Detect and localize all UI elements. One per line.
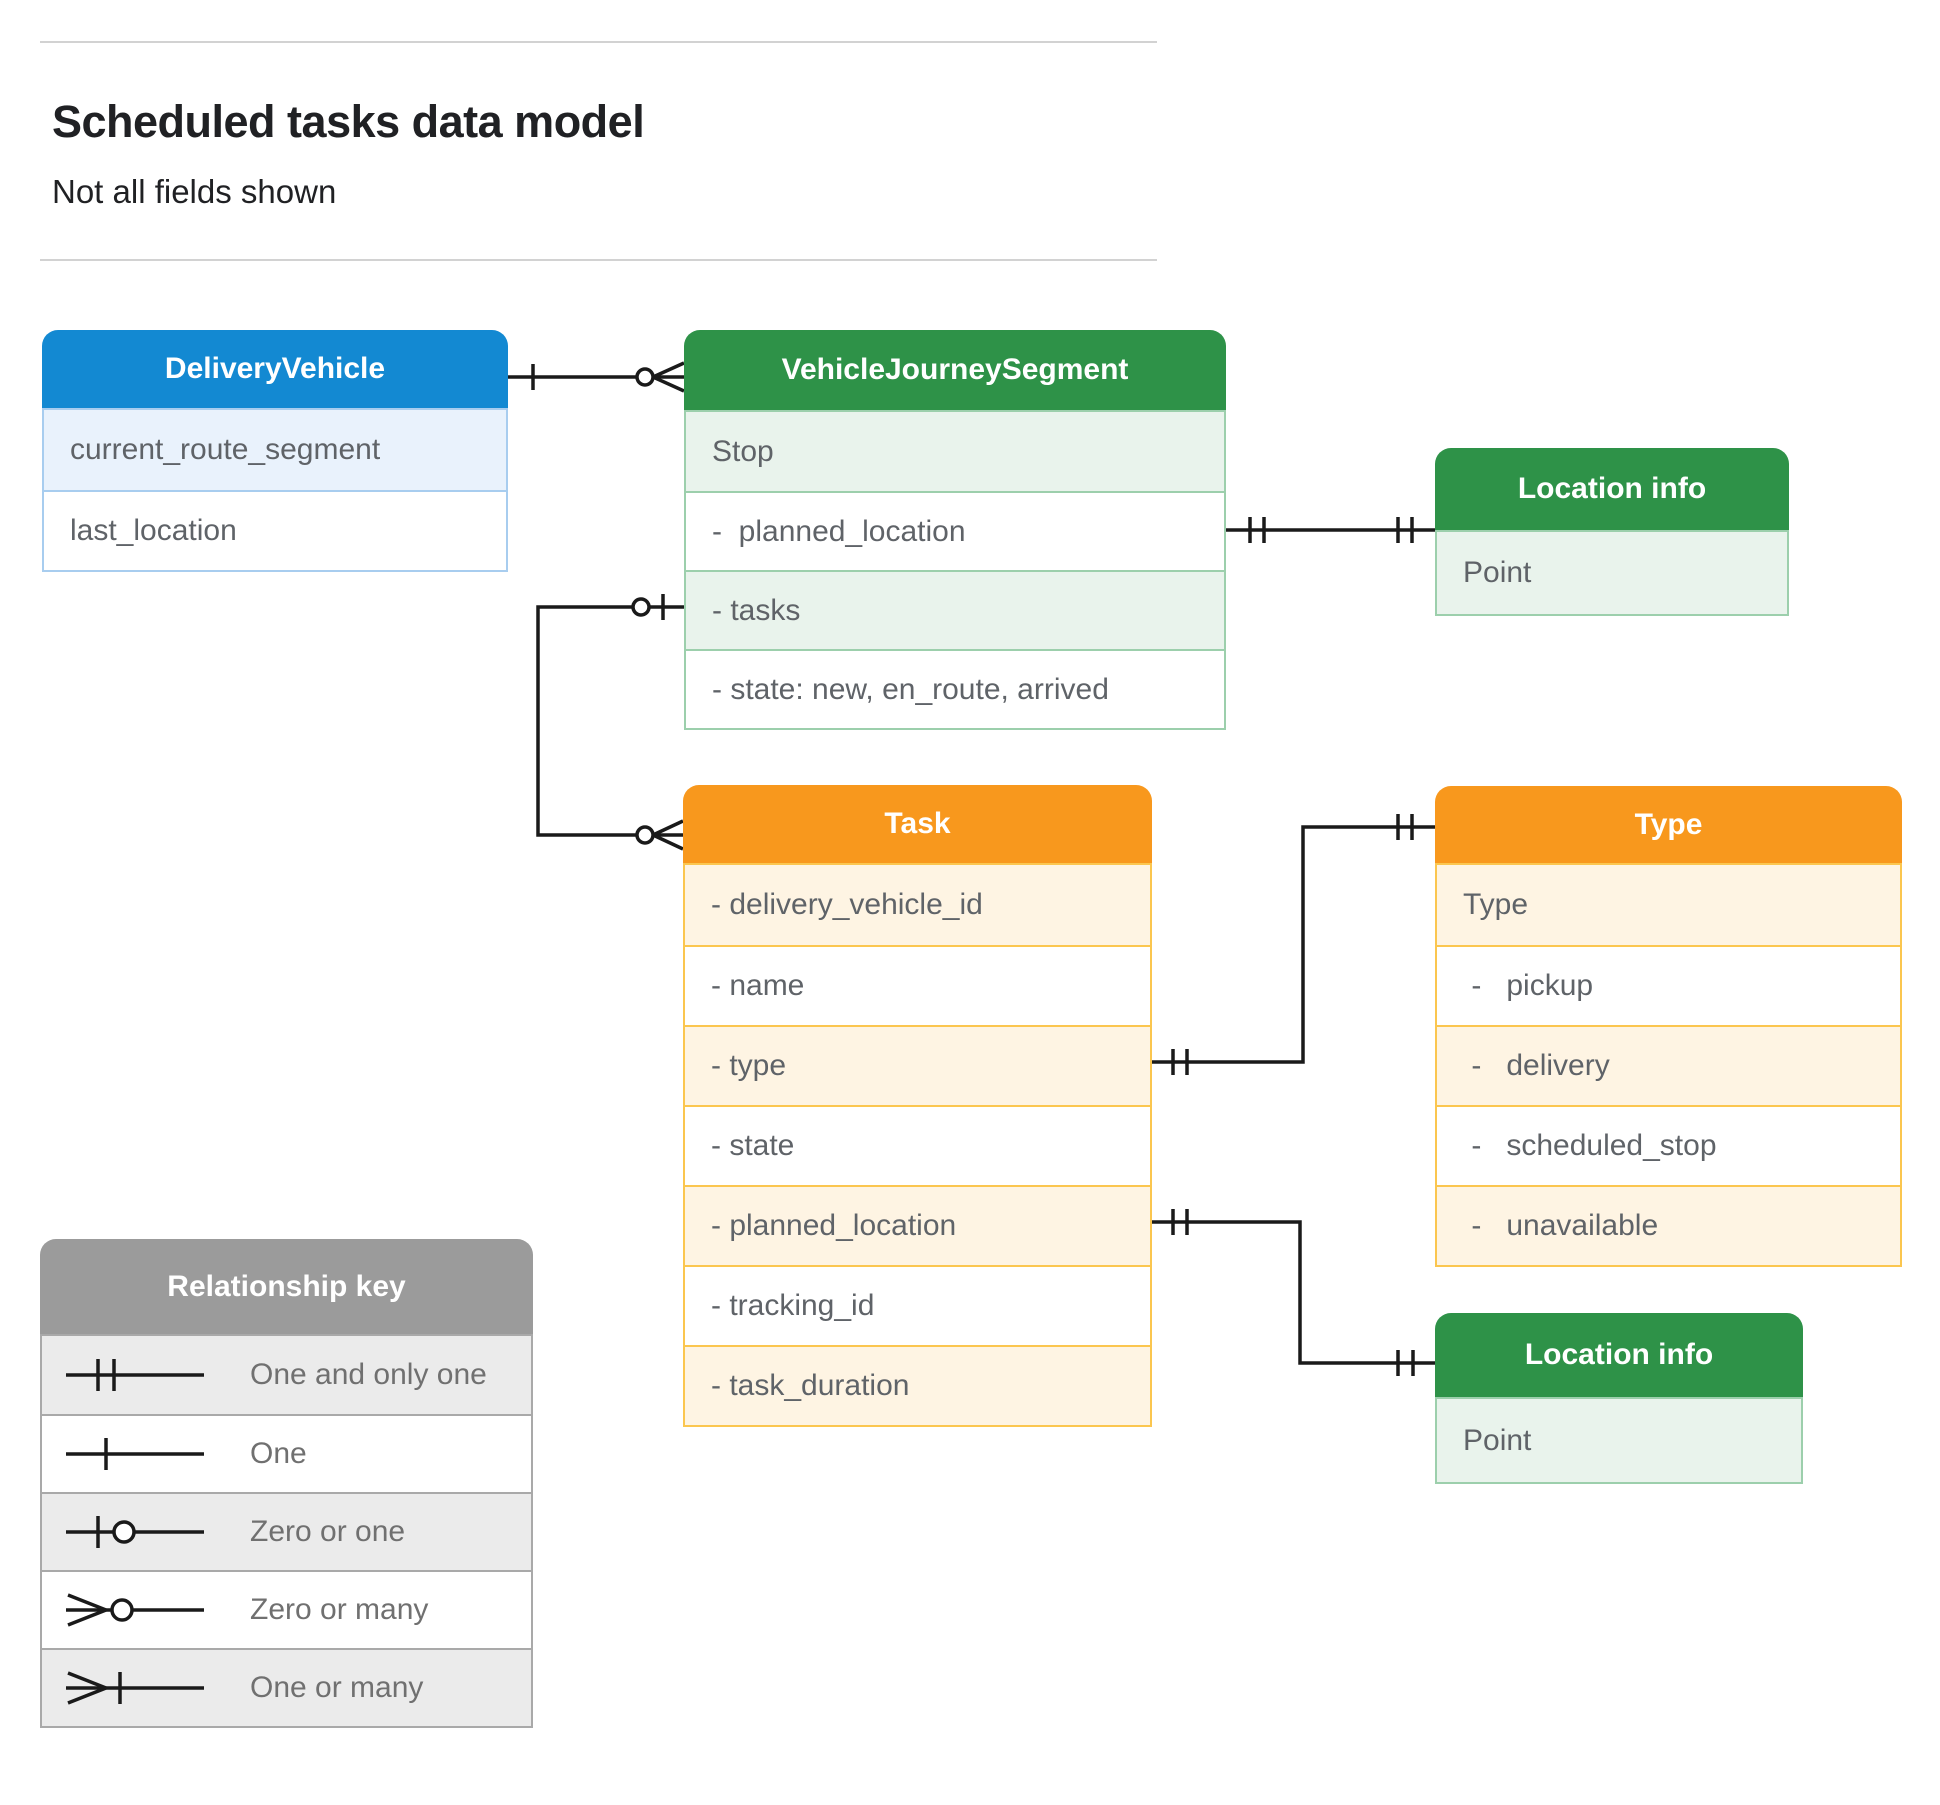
field-row: Point xyxy=(1437,532,1787,614)
entity-location-info-bottom: Location info Point xyxy=(1435,1313,1803,1484)
field-row: - unavailable xyxy=(1437,1185,1900,1265)
relationship-key-body: One and only one One Zero or one Zero or… xyxy=(40,1334,533,1728)
entity-type: Type Type - pickup - delivery - schedule… xyxy=(1435,786,1902,1267)
subtitle-divider-line xyxy=(40,259,1157,261)
field-row: Type xyxy=(1437,865,1900,945)
field-row: Stop xyxy=(686,412,1224,491)
key-label: Zero or many xyxy=(250,1593,429,1626)
field-row: - type xyxy=(685,1025,1150,1105)
connector-task-locationinfo xyxy=(1152,1209,1435,1376)
field-row: - planned_location xyxy=(685,1185,1150,1265)
entity-body: current_route_segment last_location xyxy=(42,408,508,572)
zero-or-one-icon xyxy=(66,1516,204,1548)
entity-title: Type xyxy=(1435,786,1902,863)
connector-deliveryvehicle-vehiclejourneysegment xyxy=(508,361,685,393)
one-and-only-one-ticks xyxy=(1396,814,1414,840)
key-label: Zero or one xyxy=(250,1515,406,1548)
entity-location-info-top: Location info Point xyxy=(1435,448,1789,616)
entity-title: Location info xyxy=(1435,1313,1803,1397)
page-subtitle: Not all fields shown xyxy=(52,173,337,210)
entity-title: VehicleJourneySegment xyxy=(684,330,1226,410)
key-row: Zero or many xyxy=(42,1570,531,1648)
entity-title: Task xyxy=(683,785,1152,863)
field-row: - scheduled_stop xyxy=(1437,1105,1900,1185)
relationship-key-title: Relationship key xyxy=(40,1239,533,1334)
entity-body: Type - pickup - delivery - scheduled_sto… xyxy=(1435,863,1902,1267)
entity-body: - delivery_vehicle_id - name - type - st… xyxy=(683,863,1152,1427)
entity-title: Location info xyxy=(1435,448,1789,530)
key-label: One or many xyxy=(250,1671,424,1704)
field-row: - delivery xyxy=(1437,1025,1900,1105)
one-and-only-one-ticks xyxy=(1171,1209,1189,1235)
entity-body: Point xyxy=(1435,530,1789,616)
field-row: last_location xyxy=(44,490,506,570)
field-row: current_route_segment xyxy=(44,410,506,490)
key-row: Zero or one xyxy=(42,1492,531,1570)
field-row: - tasks xyxy=(686,570,1224,649)
entity-body: Stop - planned_location - tasks - state:… xyxy=(684,410,1226,730)
key-row: One and only one xyxy=(42,1336,531,1414)
page-title: Scheduled tasks data model xyxy=(52,96,645,147)
entity-title: DeliveryVehicle xyxy=(42,330,508,408)
connector-vehiclejourneysegment-task xyxy=(536,594,684,851)
one-and-only-one-ticks xyxy=(1396,1350,1415,1376)
crow-foot xyxy=(652,819,684,851)
entity-task: Task - delivery_vehicle_id - name - type… xyxy=(683,785,1152,1427)
relationship-key: Relationship key One and only one One Ze… xyxy=(40,1239,533,1728)
zero-or-many-icon xyxy=(66,1593,204,1627)
crow-foot xyxy=(652,361,685,393)
field-row: - tracking_id xyxy=(685,1265,1150,1345)
entity-vehicle-journey-segment: VehicleJourneySegment Stop - planned_loc… xyxy=(684,330,1226,730)
field-row: - planned_location xyxy=(686,491,1224,570)
one-icon xyxy=(66,1438,204,1470)
field-row: - state xyxy=(685,1105,1150,1185)
field-row: - name xyxy=(685,945,1150,1025)
one-and-only-one-ticks xyxy=(1171,1049,1189,1075)
key-label: One xyxy=(250,1437,307,1470)
entity-body: Point xyxy=(1435,1397,1803,1484)
one-and-only-one-icon xyxy=(66,1359,204,1391)
key-row: One or many xyxy=(42,1648,531,1726)
one-and-only-one-ticks xyxy=(1248,517,1266,543)
one-and-only-one-ticks xyxy=(1396,517,1414,543)
key-row: One xyxy=(42,1414,531,1492)
field-row: - pickup xyxy=(1437,945,1900,1025)
key-label: One and only one xyxy=(250,1358,487,1391)
top-divider-line xyxy=(40,41,1157,43)
zero-circle xyxy=(635,825,655,845)
field-row: - state: new, en_route, arrived xyxy=(686,649,1224,728)
field-row: - delivery_vehicle_id xyxy=(685,865,1150,945)
one-or-many-icon xyxy=(66,1671,204,1705)
connector-task-type xyxy=(1152,814,1435,1075)
zero-circle xyxy=(631,597,651,617)
connector-vehiclejourneysegment-locationinfo xyxy=(1226,517,1435,543)
field-row: Point xyxy=(1437,1399,1801,1482)
field-row: - task_duration xyxy=(685,1345,1150,1425)
entity-delivery-vehicle: DeliveryVehicle current_route_segment la… xyxy=(42,330,508,572)
zero-circle xyxy=(635,367,655,387)
